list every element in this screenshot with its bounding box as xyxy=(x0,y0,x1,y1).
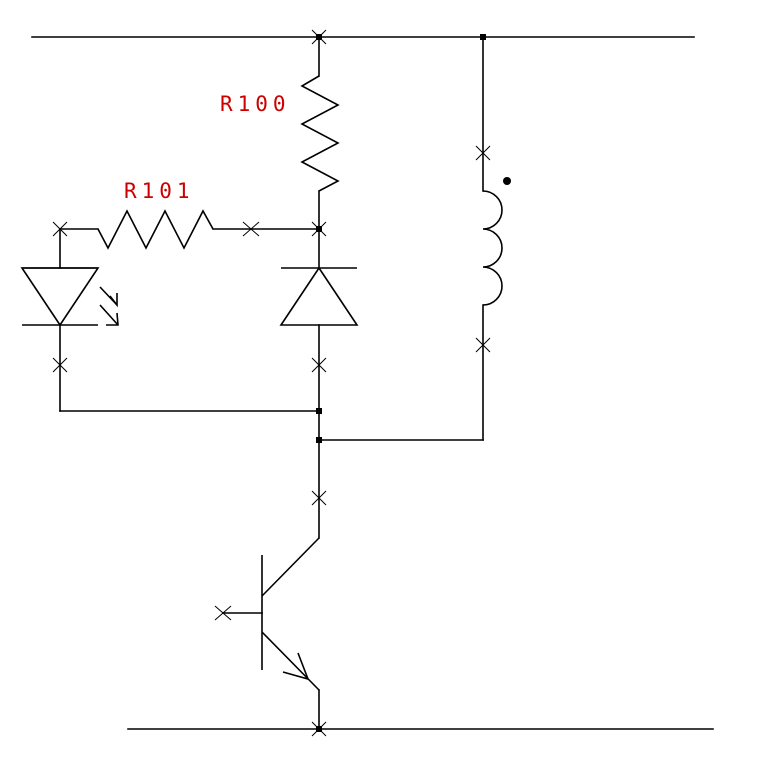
inductor[interactable] xyxy=(482,177,511,306)
pin-marker xyxy=(475,337,491,353)
transistor-collector xyxy=(261,537,320,597)
pin-marker xyxy=(52,221,68,237)
junction-dot xyxy=(480,34,486,40)
transistor-emitter-arrow-icon xyxy=(282,652,310,681)
r101-reference-label: R101 xyxy=(124,179,195,203)
pin-marker xyxy=(214,605,232,621)
pin-marker xyxy=(475,145,491,161)
r100-reference-label: R100 xyxy=(220,92,291,116)
pin-marker xyxy=(311,221,327,237)
pin-marker xyxy=(311,721,327,737)
resistor-r101[interactable]: R101 xyxy=(97,179,214,250)
junction-dot xyxy=(316,437,322,443)
pin-marker xyxy=(242,221,260,237)
led-light-arrows-icon xyxy=(99,286,119,326)
transistor-emitter xyxy=(261,631,320,691)
inductor-coils xyxy=(482,190,503,306)
pin-marker xyxy=(311,29,327,45)
inductor-polarity-dot xyxy=(503,177,511,185)
npn-transistor[interactable] xyxy=(222,537,320,691)
r101-zigzag xyxy=(97,209,214,250)
led-triangle xyxy=(20,267,100,327)
pin-marker xyxy=(311,490,327,506)
pin-marker xyxy=(52,357,68,373)
r100-zigzag xyxy=(300,75,340,192)
pin-markers xyxy=(52,29,491,737)
junction-dot xyxy=(316,408,322,414)
pin-marker xyxy=(311,357,327,373)
resistor-r100[interactable]: R100 xyxy=(220,75,340,192)
